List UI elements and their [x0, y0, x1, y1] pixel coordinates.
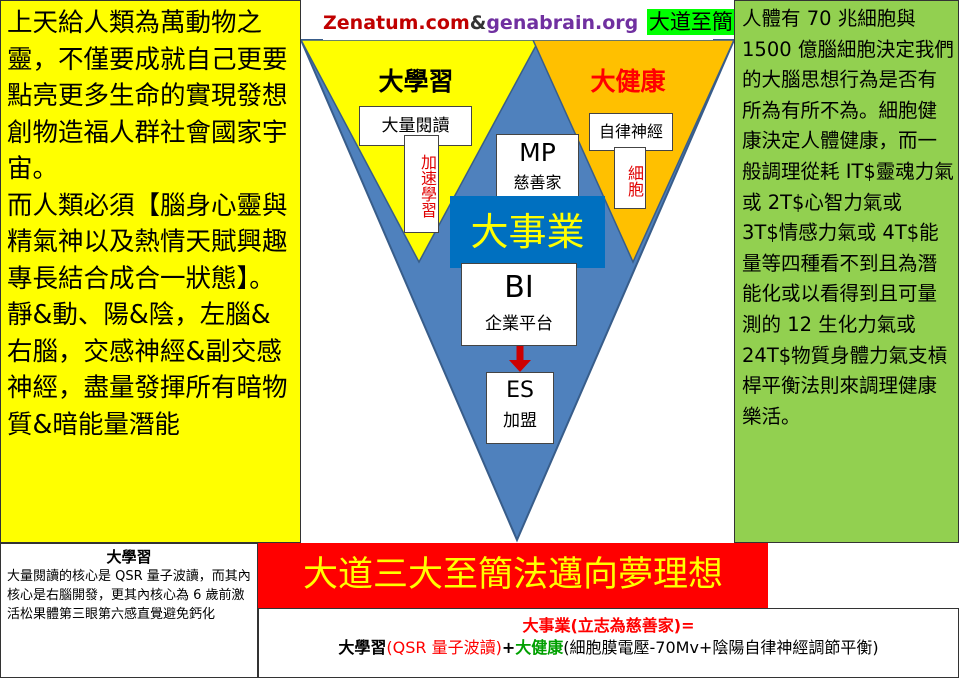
bottom-banner: 大道三大至簡法邁向夢理想 — [258, 543, 768, 608]
badge-dadao: 大道至簡 — [646, 9, 735, 35]
accelerated-learning-box: 加速學習 — [404, 135, 439, 233]
right-title: 大健康 — [590, 67, 666, 96]
formula-plus: + — [501, 638, 516, 657]
mp-title: MP — [519, 138, 556, 167]
autonomic-box: 自律神經 — [589, 113, 673, 151]
left-text-panel: 上天給人類為萬動物之靈，不僅要成就自己更要點亮更多生命的實現發想創物造福人群社會… — [0, 0, 301, 543]
right-panel-text: 人體有 70 兆細胞與 1500 億腦細胞決定我們的大腦思想行為是否有所為有所不… — [742, 7, 954, 428]
bottom-left-title: 大學習 — [106, 548, 152, 566]
autonomic-label: 自律神經 — [598, 122, 663, 141]
bottom-banner-label: 大道三大至簡法邁向夢理想 — [302, 555, 723, 595]
mp-subtitle: 慈善家 — [513, 173, 562, 192]
formula-qsr: (QSR 量子波讀) — [386, 638, 502, 657]
arrow-head — [509, 360, 531, 372]
right-text-panel: 人體有 70 兆細胞與 1500 億腦細胞決定我們的大腦思想行為是否有所為有所不… — [734, 0, 959, 543]
bottom-left-text: 大量閱讀的核心是 QSR 量子波讀，而其內核心是右腦開發，更其內核心為 6 歲前… — [7, 569, 251, 622]
left-title: 大學習 — [378, 67, 454, 96]
cell-box: 細胞 — [614, 147, 646, 209]
site-zenatum: Zenatum.com — [323, 12, 470, 34]
mp-box: MP 慈善家 — [496, 134, 579, 206]
diagram-area: Zenatum.com&genabrain.org 大道至簡 大學習 大量閱讀 … — [301, 0, 735, 543]
bottom-left-box: 大學習 大量閱讀的核心是 QSR 量子波讀，而其內核心是右腦開發，更其內核心為 … — [0, 543, 258, 678]
bi-subtitle: 企業平台 — [485, 314, 553, 334]
center-banner: 大事業 — [450, 196, 605, 268]
formula-health: 大健康 — [515, 638, 564, 657]
reading-label: 大量閱讀 — [381, 116, 450, 136]
center-banner-label: 大事業 — [470, 210, 585, 254]
es-box: ES 加盟 — [486, 372, 554, 444]
left-paragraph-2: 而人類必須【腦身心靈與精氣神以及熱情天賦興趣專長結合成合一狀態】。 — [7, 190, 288, 294]
formula-learning: 大學習 — [338, 638, 387, 657]
left-paragraph-3: 靜&動、陽&陰，左腦&右腦，交感神經&副交感神經，盡量發揮所有暗物質&暗能量潛能 — [7, 300, 288, 440]
left-paragraph-1: 上天給人類為萬動物之靈，不僅要成就自己更要點亮更多生命的實現發想創物造福人群社會… — [7, 8, 288, 184]
formula-line-2: 大學習(QSR 量子波讀)+大健康(細胞膜電壓-70Mv+陰陽自律神經調節平衡) — [259, 637, 958, 659]
es-title: ES — [506, 378, 534, 403]
formula-box: 大事業(立志為慈善家)= 大學習(QSR 量子波讀)+大健康(細胞膜電壓-70M… — [258, 608, 959, 678]
accelerated-learning-label: 加速學習 — [418, 153, 437, 218]
formula-membrane: (細胞膜電壓-70Mv+陰陽自律神經調節平衡) — [563, 638, 879, 657]
cell-label: 細胞 — [625, 164, 644, 197]
bi-box: BI 企業平台 — [461, 263, 577, 346]
formula-line-1: 大事業(立志為慈善家)= — [522, 616, 695, 635]
bi-title: BI — [504, 270, 534, 305]
header-bar: Zenatum.com&genabrain.org 大道至簡 — [323, 4, 735, 40]
site-amp: & — [469, 12, 487, 34]
site-genabrain: genabrain.org — [486, 12, 639, 34]
es-subtitle: 加盟 — [503, 411, 537, 431]
